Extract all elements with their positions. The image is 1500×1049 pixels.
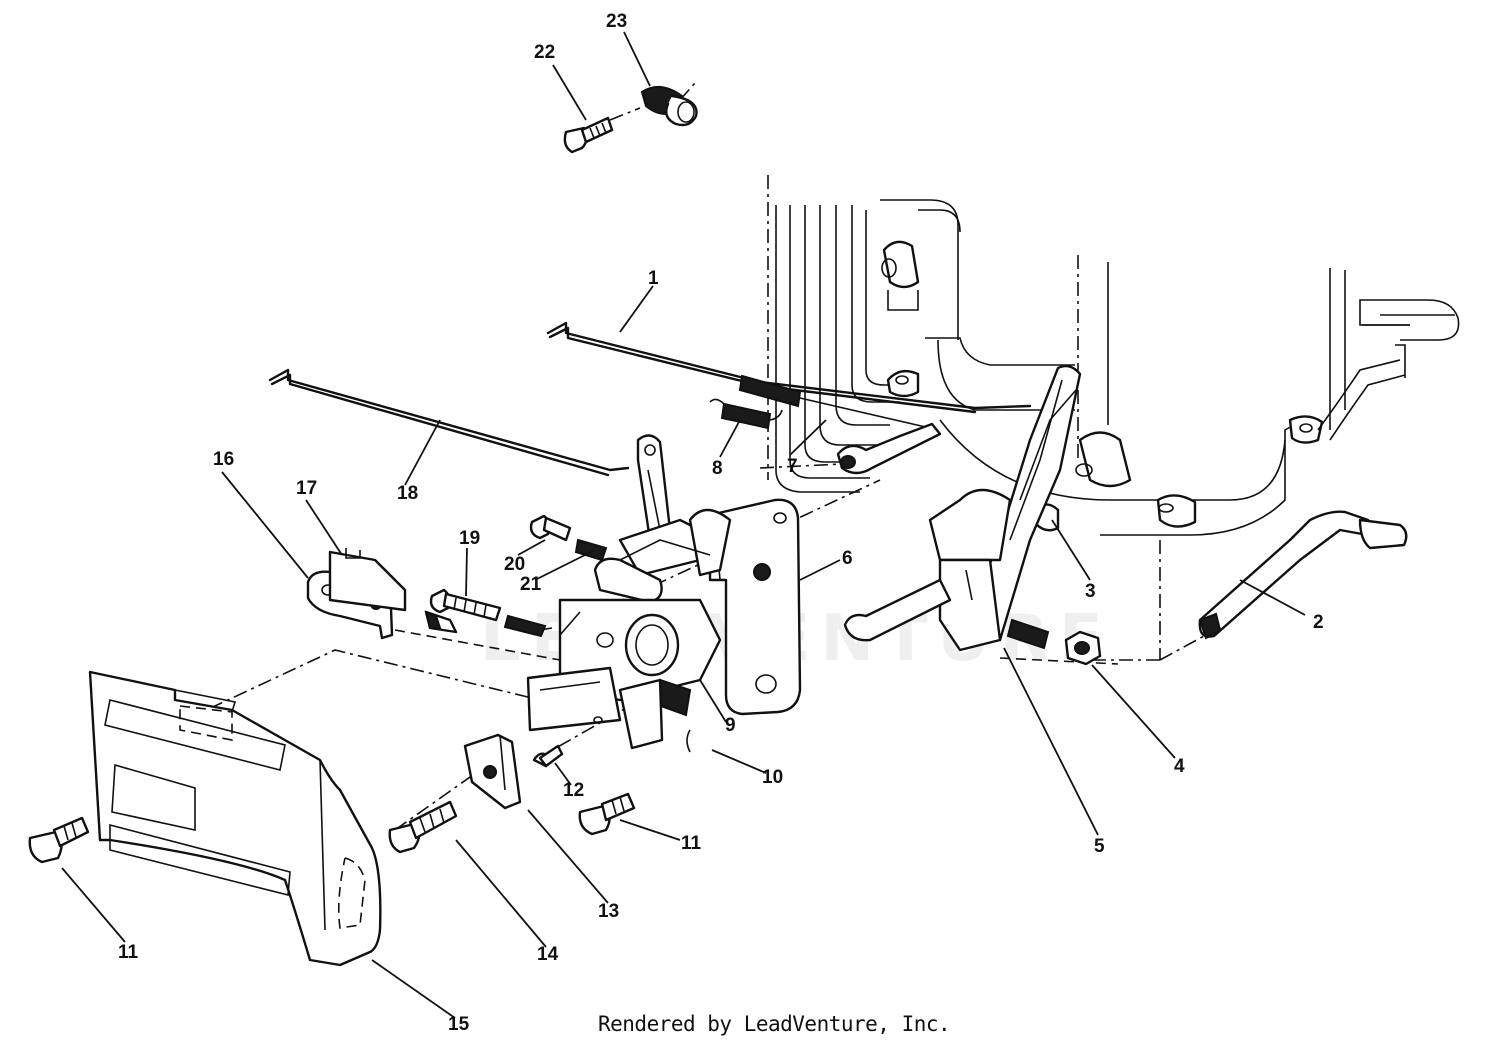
part-8-spring bbox=[709, 398, 783, 430]
callout-14: 14 bbox=[537, 944, 559, 965]
part-11-bolt-left bbox=[28, 816, 90, 864]
part-21-spring bbox=[574, 538, 608, 562]
callout-22: 22 bbox=[534, 42, 555, 63]
part-13-clamp bbox=[463, 733, 522, 810]
part-19-screw bbox=[429, 588, 547, 638]
callout-18: 18 bbox=[397, 483, 418, 504]
callout-4: 4 bbox=[1174, 756, 1185, 777]
leader-lines bbox=[61, 31, 1306, 1019]
callout-15: 15 bbox=[448, 1014, 470, 1035]
callout-1: 1 bbox=[648, 268, 659, 289]
callout-2: 2 bbox=[1313, 612, 1324, 633]
callout-19: 19 bbox=[459, 528, 480, 549]
part-1-governor-rod bbox=[546, 321, 1032, 414]
callout-8: 8 bbox=[712, 458, 723, 479]
callout-12: 12 bbox=[563, 780, 584, 801]
part-17-plate bbox=[328, 548, 407, 612]
callout-11-left: 11 bbox=[118, 942, 139, 963]
callout-11-right: 11 bbox=[681, 833, 702, 854]
control-assembly bbox=[526, 434, 732, 753]
part-12-screw bbox=[532, 744, 564, 768]
part-2-lever bbox=[1198, 510, 1408, 640]
callout-23: 23 bbox=[606, 11, 627, 32]
callout-13: 13 bbox=[598, 901, 619, 922]
part-23-spring-clip bbox=[640, 85, 698, 127]
part-14-bolt bbox=[388, 800, 458, 854]
callout-10: 10 bbox=[762, 767, 783, 788]
clip-piece bbox=[424, 610, 458, 634]
bushing-spacer bbox=[836, 422, 942, 475]
callout-3: 3 bbox=[1085, 581, 1096, 602]
callout-20: 20 bbox=[504, 554, 525, 575]
part-22-screw bbox=[563, 116, 614, 154]
callout-17: 17 bbox=[296, 478, 317, 499]
part-11-bolt-right bbox=[578, 792, 636, 836]
part-15-cover-plate bbox=[88, 670, 382, 967]
part-4-nut bbox=[1064, 630, 1102, 666]
part-18-choke-rod bbox=[268, 368, 630, 477]
part-20-screw bbox=[529, 514, 572, 542]
callout-16: 16 bbox=[213, 449, 234, 470]
render-credit: Rendered by LeadVenture, Inc. bbox=[598, 1012, 951, 1036]
callouts: 1 2 3 4 5 6 7 8 9 10 11 11 12 13 14 15 1… bbox=[118, 11, 1324, 1035]
callout-5: 5 bbox=[1094, 836, 1105, 857]
engine-block bbox=[767, 175, 1460, 660]
part-5-throttle-lever bbox=[843, 364, 1082, 652]
callout-21: 21 bbox=[520, 574, 542, 595]
part-6-control-bracket bbox=[708, 498, 802, 716]
callout-9: 9 bbox=[725, 715, 736, 736]
part-7-spring bbox=[738, 374, 931, 429]
callout-6: 6 bbox=[842, 548, 853, 569]
callout-7: 7 bbox=[787, 456, 798, 477]
